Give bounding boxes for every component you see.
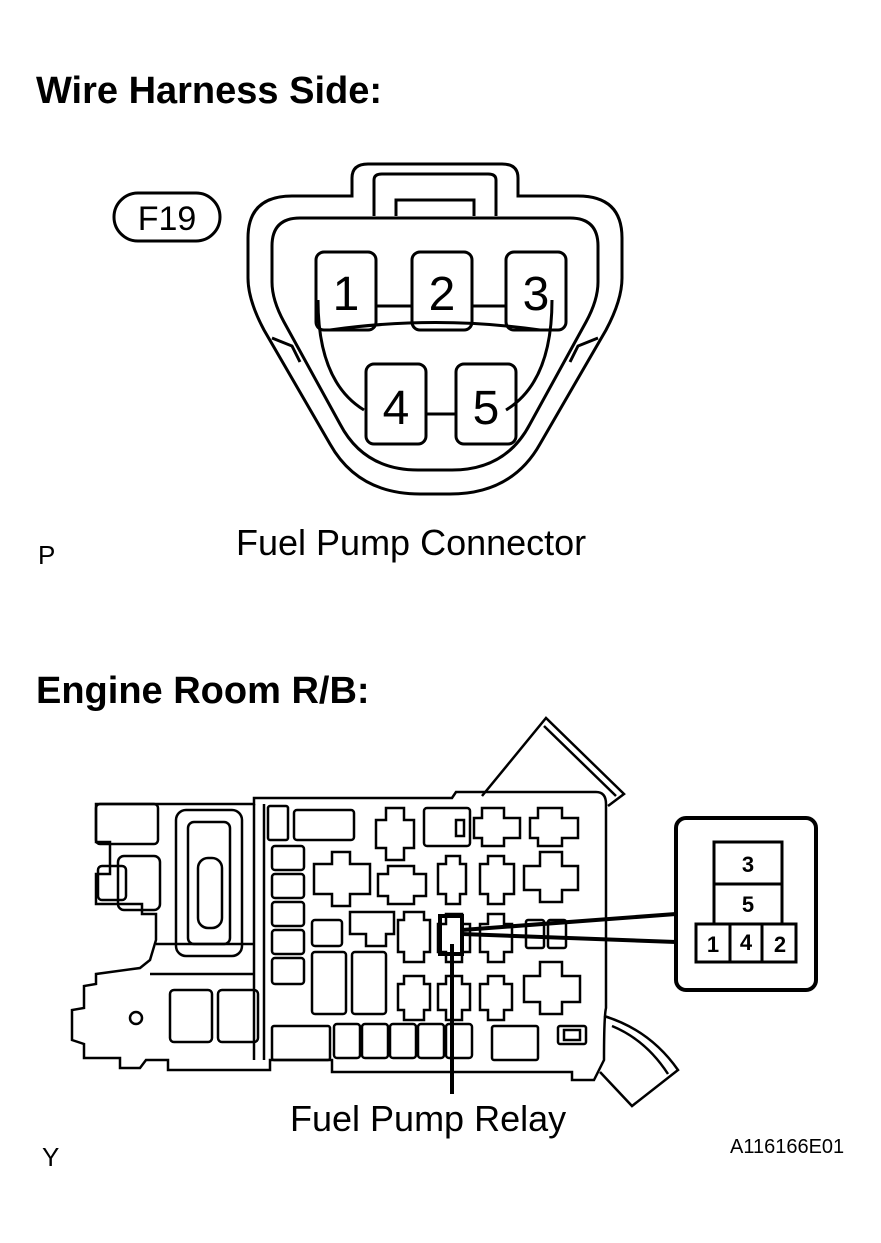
relay-terminal-4-label: 4 xyxy=(740,930,753,955)
fuel-pump-connector-caption: Fuel Pump Connector xyxy=(236,522,587,563)
relay-terminal-1-label: 1 xyxy=(707,932,719,957)
fuel-pump-relay-caption: Fuel Pump Relay xyxy=(290,1098,567,1139)
connector-pin-2-cell xyxy=(410,250,474,332)
engine-room-rb-heading: Engine Room R/B: xyxy=(36,670,370,712)
connector-pin-4-label: 4 xyxy=(383,382,410,435)
connector-pin-4-cell xyxy=(364,362,428,446)
relay-terminal-2-label: 2 xyxy=(774,932,786,957)
relay-terminal-2-cell xyxy=(760,922,798,964)
fuel-pump-relay-highlight xyxy=(438,914,464,956)
wire-harness-heading: Wire Harness Side: xyxy=(36,70,383,112)
connector-pin-1-cell xyxy=(314,250,378,332)
figure-id: A116166E01 xyxy=(730,1136,845,1158)
relay-detail-frame xyxy=(674,816,818,992)
connector-outer-shell xyxy=(246,162,624,496)
relay-terminal-3-label: 3 xyxy=(742,852,754,877)
connector-latch xyxy=(372,172,498,216)
relay-view-marker: Y xyxy=(42,1142,60,1172)
connector-pin-5-cell xyxy=(454,362,518,446)
connector-pin-2-label: 2 xyxy=(429,268,456,321)
connector-code-oval xyxy=(112,191,222,243)
connector-code-label: F19 xyxy=(138,200,197,238)
relay-terminal-5-label: 5 xyxy=(742,892,754,917)
connector-side-notch-right xyxy=(568,336,599,363)
connector-pin-3-cell xyxy=(504,250,568,332)
connector-view-marker: P xyxy=(38,540,56,570)
connector-pin-1-label: 1 xyxy=(333,268,360,321)
connector-side-notch-left xyxy=(271,336,302,363)
connector-pin-3-label: 3 xyxy=(523,268,550,321)
connector-pin-5-label: 5 xyxy=(473,382,500,435)
relay-block-diagram xyxy=(70,716,680,1108)
connector-inner-shell xyxy=(270,216,600,472)
